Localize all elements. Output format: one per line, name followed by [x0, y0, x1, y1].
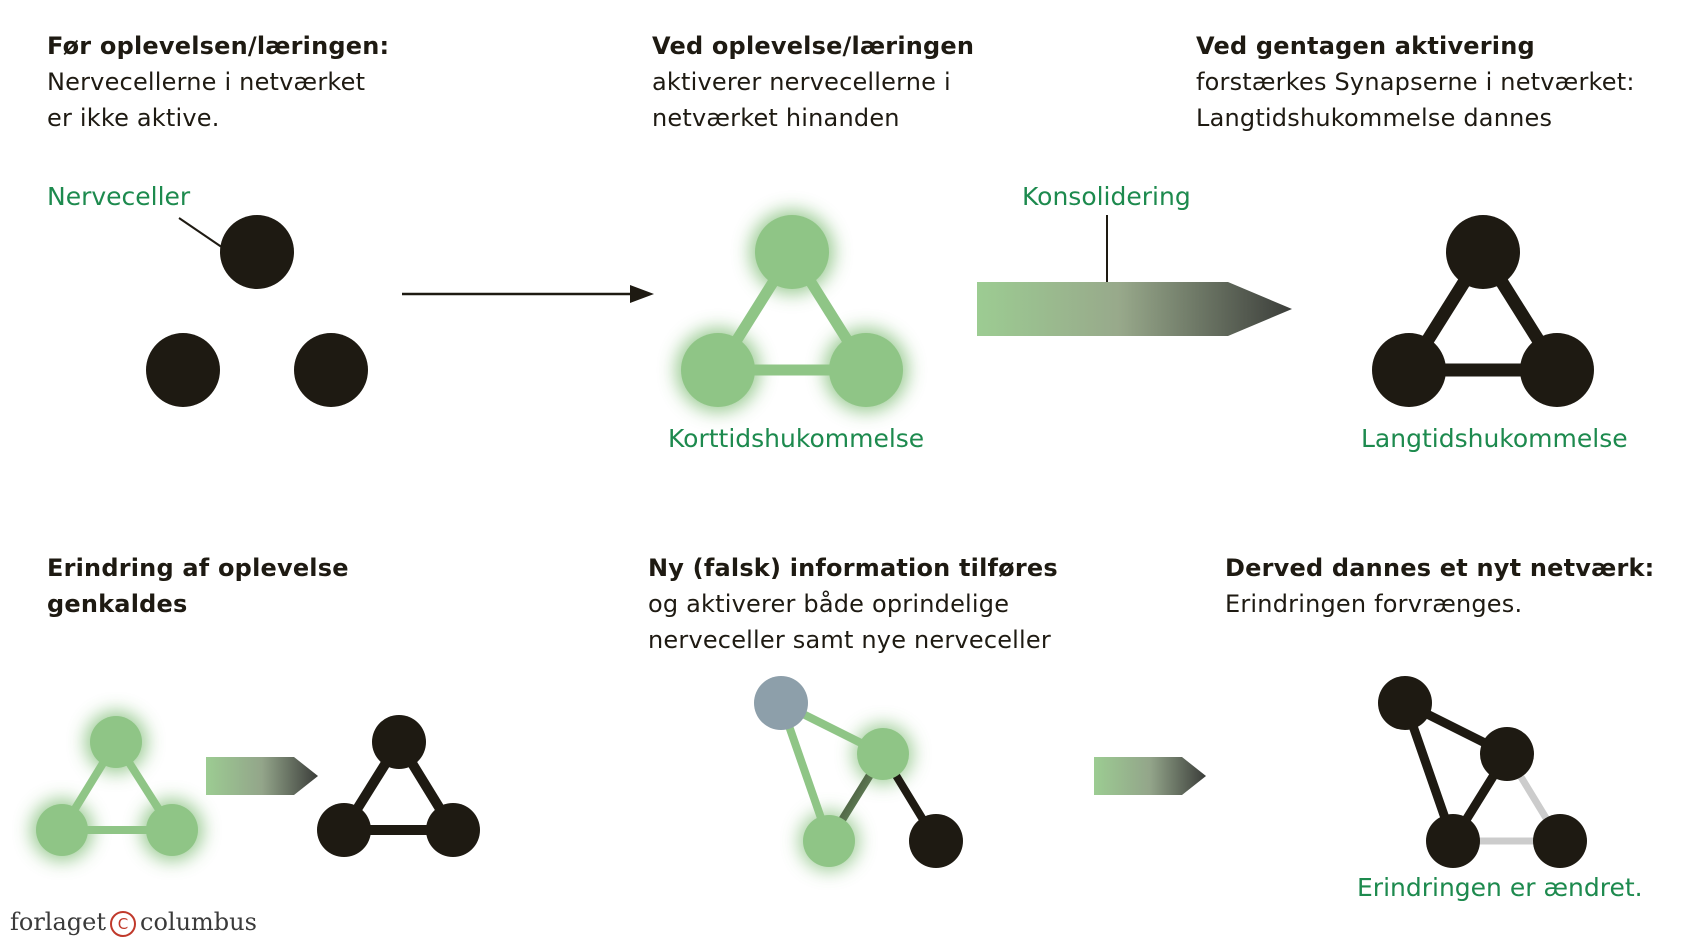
change-arrow-icon	[1094, 757, 1206, 795]
panel-1-text: Før oplevelsen/læringen: Nervecellerne i…	[47, 28, 389, 136]
panel-1-heading: Før oplevelsen/læringen:	[47, 32, 390, 60]
label-korttidshukommelse: Korttidshukommelse	[668, 424, 925, 453]
neuron-active	[755, 215, 829, 289]
panel-2-network	[676, 210, 908, 412]
panel-2-text: Ved oplevelse/læringen aktiverer nervece…	[652, 28, 974, 136]
neuron	[909, 814, 963, 868]
neuron-top	[220, 215, 294, 289]
recall-arrow-icon	[206, 757, 318, 795]
panel-2-heading: Ved oplevelse/læringen	[652, 32, 975, 60]
neuron-active	[829, 333, 903, 407]
panel-4-heading-line-2: genkaldes	[47, 590, 188, 618]
neuron-active	[857, 728, 909, 780]
panel-6-body-line-1: Erindringen forvrænges.	[1225, 590, 1523, 618]
panel-5-network	[754, 676, 963, 871]
neuron	[1372, 333, 1446, 407]
panel-1-body-line-1: Nervecellerne i netværket	[47, 68, 366, 96]
neuron-left	[146, 333, 220, 407]
neuron	[1520, 333, 1594, 407]
neuron-active	[681, 333, 755, 407]
label-erindringen-aendret: Erindringen er ændret.	[1357, 873, 1643, 902]
panel-2-body-line-1: aktiverer nervecellerne i	[652, 68, 951, 96]
label-langtidshukommelse: Langtidshukommelse	[1361, 424, 1628, 453]
brand-right-word: columbus	[140, 908, 257, 936]
neuron	[372, 715, 426, 769]
arrow-right-icon	[402, 285, 654, 303]
panel-5-body-line-2: nerveceller samt nye nerveceller	[648, 626, 1051, 654]
panel-2-body-line-2: netværket hinanden	[652, 104, 900, 132]
panel-3-text: Ved gentagen aktivering forstærkes Synap…	[1196, 28, 1635, 136]
neuron-active	[90, 716, 142, 768]
panel-3-body-line-2: Langtidshukommelse dannes	[1196, 104, 1553, 132]
panel-4-text: Erindring af oplevelse genkaldes	[47, 550, 349, 622]
panel-5-text: Ny (falsk) information tilføres og aktiv…	[648, 550, 1058, 658]
neuron	[1426, 814, 1480, 868]
neuron	[1480, 727, 1534, 781]
copyright-icon: C	[110, 910, 136, 937]
nerveceller-pointer-line	[178, 217, 227, 251]
panel-1-body-line-2: er ikke aktive.	[47, 104, 220, 132]
neuron	[1446, 215, 1520, 289]
panel-5-body-line-1: og aktiverer både oprindelige	[648, 590, 1010, 618]
panel-4-heading-line-1: Erindring af oplevelse	[47, 554, 349, 582]
consolidation-arrow-icon	[977, 215, 1292, 336]
neuron	[317, 803, 371, 857]
neuron	[1533, 814, 1587, 868]
neuron-new-false-info	[754, 676, 808, 730]
brand-left-word: forlaget	[10, 908, 106, 936]
panel-3-network	[1372, 215, 1594, 407]
panel-6-text: Derved dannes et nyt netværk: Erindringe…	[1225, 550, 1654, 622]
panel-6-heading: Derved dannes et nyt netværk:	[1225, 554, 1655, 582]
label-nerveceller: Nerveceller	[47, 182, 191, 211]
neuron-active	[146, 804, 198, 856]
neuron-right	[294, 333, 368, 407]
neuron-active	[803, 815, 855, 867]
neuron-active	[36, 804, 88, 856]
panel-1-network	[146, 215, 368, 407]
panel-6-network	[1378, 676, 1587, 868]
neuron	[426, 803, 480, 857]
panel-4-network-dark	[317, 715, 480, 857]
panel-4-network-recall	[31, 711, 203, 861]
panel-3-heading: Ved gentagen aktivering	[1196, 32, 1535, 60]
label-konsolidering: Konsolidering	[1022, 182, 1191, 211]
panel-5-heading: Ny (falsk) information tilføres	[648, 554, 1058, 582]
neuron	[1378, 676, 1432, 730]
panel-3-body-line-1: forstærkes Synapserne i netværket:	[1196, 68, 1635, 96]
